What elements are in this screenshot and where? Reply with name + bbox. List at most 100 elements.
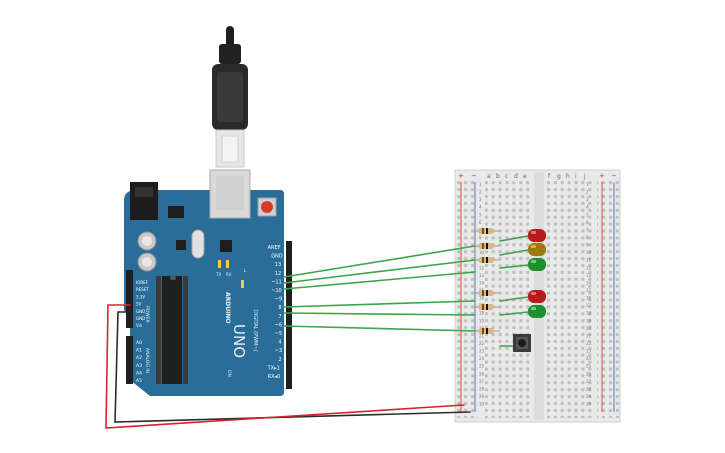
digital-pin-label: 8: [278, 305, 281, 311]
label-l: L: [244, 268, 247, 274]
breadboard-row-label: 4: [586, 205, 589, 210]
resistor-6: [474, 328, 500, 334]
breadboard-column-label: e: [523, 173, 527, 180]
breadboard-row-label: 27: [479, 379, 485, 384]
digital-pin-label: ~11: [271, 279, 282, 285]
breadboard-row-label: 28: [586, 386, 592, 391]
digital-pin-label: 13: [275, 262, 281, 268]
rail-minus-left: −: [471, 172, 477, 180]
analog-pin-label: A2: [136, 355, 142, 361]
green-wire-pin10: [283, 300, 476, 308]
led-link-5: [499, 311, 529, 316]
breadboard-row-label: 3: [479, 197, 482, 202]
analog-header[interactable]: [126, 336, 133, 384]
digital-pin-label: ~5: [275, 331, 282, 337]
led-link-1: [499, 235, 529, 242]
label-analog: ANALOG IN: [144, 348, 150, 373]
wires[interactable]: [105, 235, 529, 429]
breadboard-row-label: 6: [479, 220, 482, 225]
breadboard-row-label: 17: [586, 303, 592, 308]
breadboard-row-label: 21: [479, 333, 485, 338]
breadboard-row-label: 13: [586, 273, 592, 278]
breadboard-column-label: g: [557, 173, 561, 180]
led-link-2: [499, 249, 529, 256]
green-wire-pin12: [283, 259, 476, 284]
breadboard-row-label: 4: [479, 205, 482, 210]
analog-pin-label: A3: [136, 363, 142, 369]
push-button[interactable]: [513, 334, 531, 352]
breadboard-row-label: 27: [586, 379, 592, 384]
led-yellow: [528, 243, 546, 256]
breadboard-column-label: i: [575, 173, 577, 180]
breadboard-row-label: 14: [586, 280, 592, 285]
breadboard-row-label: 1: [479, 182, 482, 187]
breadboard-row-label: 13: [479, 273, 485, 278]
power-pin-label: Vin: [136, 323, 143, 328]
breadboard-row-label: 16: [479, 296, 485, 301]
rail-minus-right: −: [611, 172, 617, 180]
power-header[interactable]: [126, 270, 133, 328]
resistor-2: [474, 243, 500, 249]
digital-pin-label: TX▸1: [267, 365, 280, 371]
digital-pin-label: GND: [271, 254, 283, 260]
breadboard-row-labels: 1122334455667788991010111112121313141415…: [479, 182, 592, 407]
resistor-5: [474, 304, 500, 310]
led-link-4: [499, 296, 529, 302]
breadboard-row-label: 10: [479, 250, 485, 255]
breadboard-column-label: c: [505, 173, 508, 180]
power-pin-label: RESET: [136, 287, 149, 292]
breadboard-row-label: 5: [586, 212, 589, 217]
breadboard-row-label: 23: [586, 349, 592, 354]
breadboard-row-label: 19: [586, 318, 592, 323]
green-wire-pin13: [283, 245, 476, 278]
breadboard-row-label: 29: [586, 394, 592, 399]
label-power: POWER: [144, 306, 150, 323]
digital-pin-label: AREF: [268, 245, 281, 251]
arduino-model-label: UNO: [230, 324, 248, 358]
breadboard-column-label: a: [487, 173, 491, 180]
digital-pin-label: ~3: [275, 348, 282, 354]
arduino-brand-label: ARDUINO: [224, 292, 231, 323]
green-wire-pin9: [283, 312, 476, 316]
breadboard-row-label: 24: [586, 356, 592, 361]
breadboard-row-label: 30: [586, 402, 592, 407]
breadboard-row-label: 19: [479, 318, 485, 323]
label-tx: TX: [215, 272, 221, 277]
breadboard-row-label: 21: [586, 333, 592, 338]
digital-pin-label: 2: [278, 357, 281, 363]
breadboard-column-label: j: [583, 173, 586, 180]
breadboard-row-label: 12: [586, 265, 592, 270]
digital-header[interactable]: [286, 241, 292, 389]
power-pin-label: GND: [136, 309, 145, 314]
digital-pin-label: 7: [278, 314, 281, 320]
breadboard-row-label: 8: [479, 235, 482, 240]
green-wire-pin11: [283, 271, 476, 290]
arduino-uno-board[interactable]: ARDUINO UNO DIGITAL (PWM~) POWER ANALOG …: [124, 169, 292, 396]
red-power-wire: [105, 304, 465, 429]
breadboard-row-label: 2: [586, 190, 589, 195]
breadboard-row-label: 28: [479, 386, 485, 391]
led-link-3: [499, 264, 529, 269]
led-red-2: [528, 290, 546, 303]
resistors[interactable]: [474, 228, 500, 334]
breadboard-column-label: h: [566, 173, 570, 180]
breadboard-column-label: d: [514, 173, 518, 180]
breadboard-row-label: 26: [586, 371, 592, 376]
analog-pin-label: A5: [136, 378, 142, 384]
digital-pin-label: 12: [275, 271, 281, 277]
breadboard-row-label: 7: [586, 227, 589, 232]
breadboard-row-label: 6: [586, 220, 589, 225]
breadboard-row-label: 26: [479, 371, 485, 376]
power-pin-label: IOREF: [136, 280, 149, 285]
breadboard-row-label: 5: [479, 212, 482, 217]
breadboard-row-label: 18: [586, 311, 592, 316]
breadboard-row-label: 12: [479, 265, 485, 270]
breadboard-column-label: b: [496, 173, 500, 180]
leds[interactable]: [528, 229, 546, 318]
green-wire-pin7: [283, 325, 476, 332]
breadboard-row-label: 24: [479, 356, 485, 361]
